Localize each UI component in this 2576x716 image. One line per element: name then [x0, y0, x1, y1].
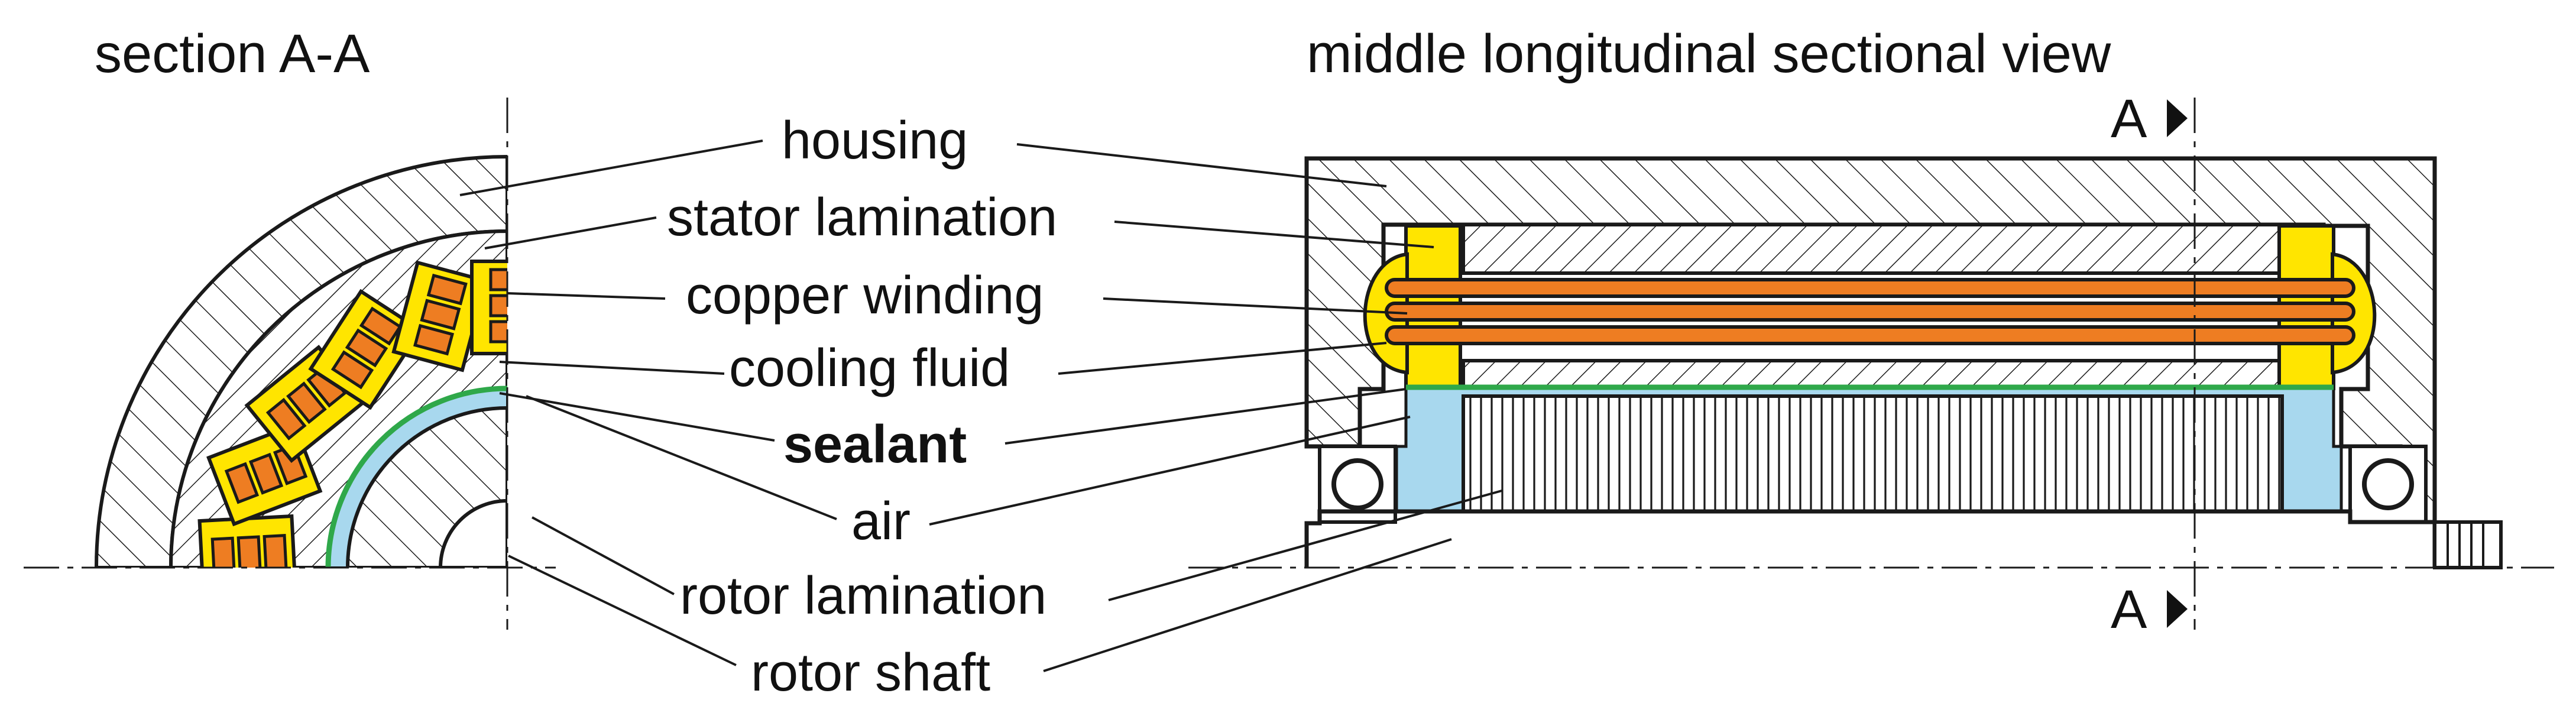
label-rotor-shaft: rotor shaft: [751, 643, 990, 702]
copper-conductor: [263, 534, 288, 568]
copper-conductor: [359, 306, 403, 346]
label-sealant: sealant: [783, 415, 967, 474]
copper-conductor: [489, 320, 507, 344]
copper-conductor: [236, 535, 262, 568]
rotor-shaft-section: [438, 498, 507, 568]
label-cooling-fluid: cooling fluid: [729, 339, 1010, 398]
copper-conductor: [210, 536, 236, 568]
stator-slots: [197, 260, 507, 568]
shaft-longitudinal: [1304, 509, 2437, 568]
label-stator-lamination: stator lamination: [667, 188, 1057, 247]
bearing-right: [2348, 445, 2428, 524]
label-air: air: [851, 492, 910, 551]
shaft-spline: [2433, 520, 2503, 569]
copper-conductor: [265, 397, 307, 440]
longitudinal-title: middle longitudinal sectional view: [1307, 24, 2111, 84]
stator-slot: [197, 514, 297, 568]
section-marker-bottom: A: [2111, 579, 2188, 640]
label-rotor-lamination: rotor lamination: [680, 566, 1046, 626]
label-housing: housing: [782, 111, 968, 170]
section-title: section A-A: [95, 24, 370, 84]
copper-conductor: [489, 268, 507, 291]
copper-conductor: [420, 299, 461, 331]
stator-lamination-lower: [1462, 359, 2284, 388]
stator-slot: [308, 289, 423, 410]
copper-conductor: [489, 294, 507, 317]
section-marker-top: A: [2111, 89, 2188, 149]
svg-text:A: A: [2111, 89, 2147, 149]
svg-text:A: A: [2111, 579, 2147, 640]
longitudinal-view: [1304, 156, 2503, 569]
section-view: [94, 154, 507, 568]
copper-conductor: [345, 328, 388, 368]
copper-conductor: [330, 350, 374, 390]
copper-conductor: [224, 462, 260, 504]
copper-conductor: [426, 273, 468, 306]
copper-conductor: [286, 381, 327, 425]
stator-slot: [470, 260, 507, 355]
leader-lines: [459, 140, 1502, 672]
copper-conductor: [413, 323, 455, 356]
stator-slot: [391, 260, 488, 372]
copper-conductor: [248, 452, 284, 495]
label-copper-winding: copper winding: [686, 266, 1044, 325]
copper-conductors: [1385, 278, 2355, 345]
stator-lamination-longitudinal: [1462, 223, 2284, 275]
rotor-lamination-longitudinal: [1462, 394, 2284, 513]
sealant-ring: [325, 385, 507, 568]
